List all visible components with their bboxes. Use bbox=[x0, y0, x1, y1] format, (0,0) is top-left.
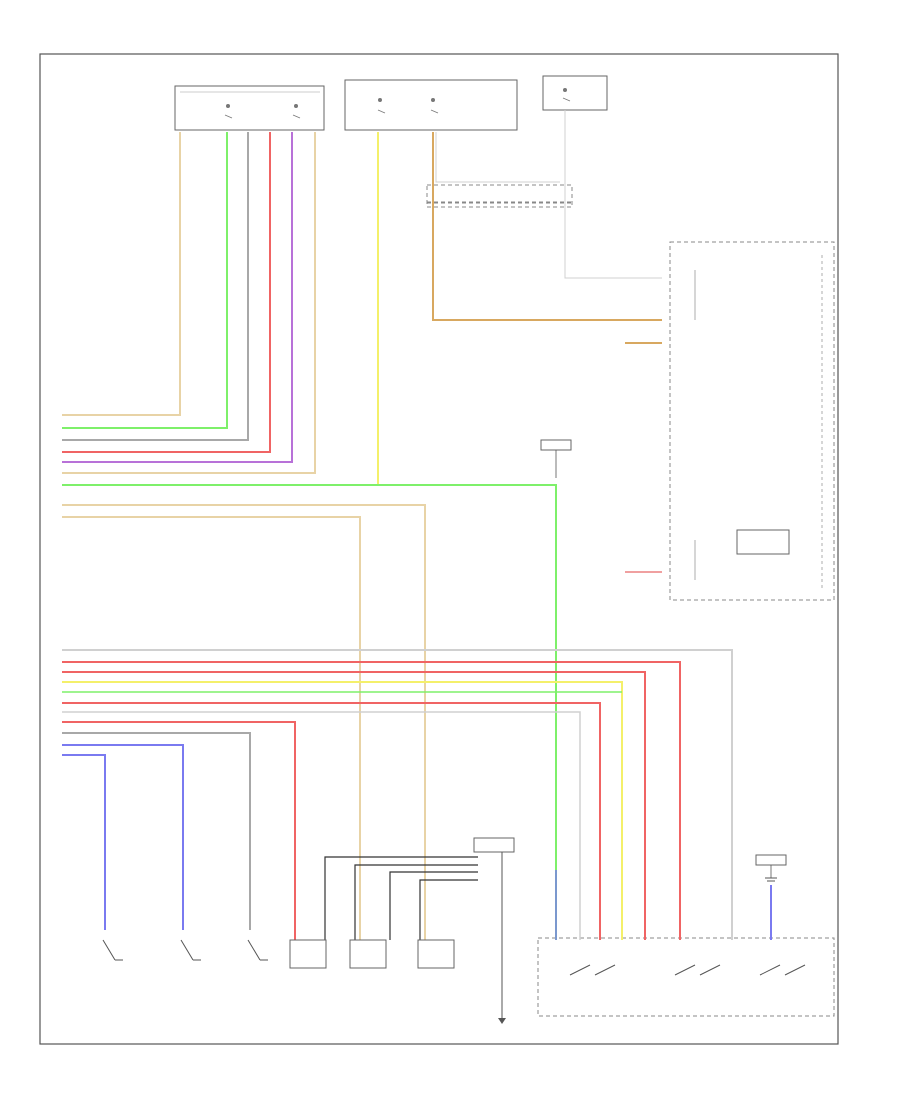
wire-tan-1 bbox=[62, 132, 181, 416]
wire-gray-5 bbox=[62, 711, 581, 940]
wire-gray-2 bbox=[435, 132, 560, 183]
ground-symbol-bottom-center bbox=[473, 837, 515, 1024]
solenoid-valve-a bbox=[289, 939, 327, 969]
shift-contact-2-b bbox=[699, 964, 721, 976]
wire-red-5 bbox=[62, 721, 296, 940]
wire-black-2 bbox=[354, 864, 478, 940]
wire-tan-5 bbox=[432, 132, 662, 321]
wire-yellow-1 bbox=[62, 132, 379, 486]
wire-red-1 bbox=[62, 132, 271, 453]
relay-subbox-2 bbox=[426, 201, 573, 204]
wire-black-1 bbox=[324, 856, 478, 940]
wire-gray-1 bbox=[62, 132, 249, 441]
wire-gray-6 bbox=[62, 732, 251, 930]
outer-frame bbox=[39, 53, 839, 1045]
top-right-connector bbox=[542, 75, 608, 111]
wire-red-3 bbox=[62, 671, 646, 940]
shift-position-switch-box bbox=[537, 937, 835, 1017]
shift-contact-3-b bbox=[784, 964, 806, 976]
ground-symbol-bottom-right bbox=[755, 854, 787, 882]
wires-group bbox=[62, 110, 772, 940]
solenoid-valve-c bbox=[417, 939, 455, 969]
shift-contact-1-a bbox=[569, 964, 591, 976]
wire-purple-1 bbox=[62, 132, 293, 463]
wire-gray-4 bbox=[62, 649, 733, 940]
wire-tan-2 bbox=[62, 132, 316, 474]
shift-contact-3-a bbox=[759, 964, 781, 976]
solenoid-valve-b bbox=[349, 939, 387, 969]
components-group bbox=[102, 939, 806, 976]
shift-contact-1-b bbox=[594, 964, 616, 976]
engine-control-module-box bbox=[669, 241, 835, 601]
relay-subbox bbox=[426, 184, 573, 208]
wire-red-4 bbox=[62, 702, 601, 940]
wire-red-2 bbox=[62, 661, 681, 940]
top-left-connector bbox=[174, 85, 325, 131]
wire-gray-3 bbox=[564, 110, 662, 279]
wire-green-1 bbox=[62, 132, 228, 429]
wire-blue-2 bbox=[62, 754, 106, 930]
pressure-switch-2-lever bbox=[180, 939, 194, 961]
wire-blue-1 bbox=[62, 744, 184, 930]
top-middle-connector bbox=[344, 79, 518, 131]
wire-black-3 bbox=[389, 871, 478, 940]
wire-yellow-2 bbox=[62, 681, 623, 940]
ground-symbol-top bbox=[540, 439, 572, 478]
wire-black-4 bbox=[419, 879, 478, 940]
pressure-switch-1-lever bbox=[102, 939, 116, 961]
wire-tan-4 bbox=[62, 516, 361, 940]
pressure-switch-3-lever bbox=[247, 939, 261, 961]
shift-contact-2-a bbox=[674, 964, 696, 976]
wire-green-2 bbox=[62, 484, 557, 940]
wire-tan-3 bbox=[62, 504, 426, 940]
